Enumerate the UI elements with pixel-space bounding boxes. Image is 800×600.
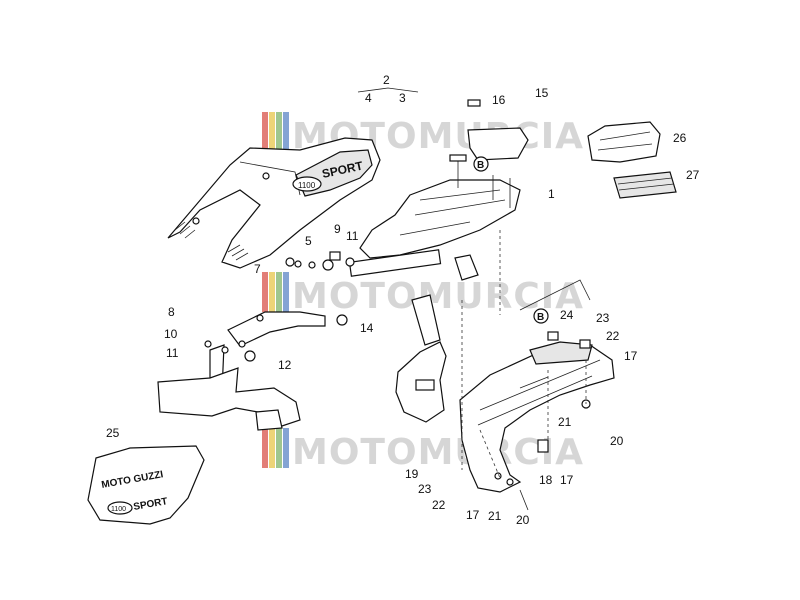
callout-11b: 11 bbox=[166, 346, 179, 360]
callout-21b: 21 bbox=[488, 509, 502, 523]
callout-17c: 17 bbox=[560, 473, 574, 487]
tool-bag-26 bbox=[587, 121, 661, 163]
watermark-text: MOTOMURCIA bbox=[292, 432, 584, 473]
callout-1: 1 bbox=[548, 187, 555, 201]
marker-b1-text: B bbox=[477, 160, 484, 171]
fasteners bbox=[204, 251, 591, 511]
watermark-bottom: MOTOMURCIA bbox=[262, 428, 584, 473]
callout-17a: 17 bbox=[624, 349, 638, 363]
callout-labels: 2 4 3 16 15 26 27 1 5 7 9 11 8 10 11 12 … bbox=[106, 73, 700, 527]
callout-23b: 23 bbox=[418, 482, 432, 496]
callout-3: 3 bbox=[399, 91, 406, 105]
callout-19: 19 bbox=[405, 467, 419, 481]
callout-20b: 20 bbox=[516, 513, 530, 527]
callout-18: 18 bbox=[539, 473, 553, 487]
marker-b2: B bbox=[533, 308, 549, 324]
callout-12: 12 bbox=[278, 358, 292, 372]
watermark-text: MOTOMURCIA bbox=[292, 276, 584, 317]
callout-22b: 22 bbox=[432, 498, 446, 512]
tail-fairing: 1100 SPORT bbox=[167, 137, 381, 269]
callout-20a: 20 bbox=[610, 434, 624, 448]
callout-7: 7 bbox=[254, 262, 261, 276]
chain-guard-plate bbox=[395, 341, 447, 423]
callout-15: 15 bbox=[535, 86, 549, 100]
callout-24: 24 bbox=[560, 308, 574, 322]
callout-26: 26 bbox=[673, 131, 687, 145]
license-plate-holder bbox=[157, 367, 301, 431]
rear-subframe bbox=[348, 154, 521, 346]
callout-21a: 21 bbox=[558, 415, 572, 429]
bracket-15 bbox=[467, 99, 529, 161]
callout-14: 14 bbox=[360, 321, 374, 335]
callout-25: 25 bbox=[106, 426, 120, 440]
callout-2: 2 bbox=[383, 73, 390, 87]
assembly-lines bbox=[461, 230, 591, 479]
callout-17b: 17 bbox=[466, 508, 480, 522]
watermark-middle: MOTOMURCIA bbox=[262, 272, 584, 317]
callout-11a: 11 bbox=[346, 229, 359, 243]
tank-bag-25: MOTO GUZZI 1100 SPORT bbox=[87, 445, 205, 525]
callout-16: 16 bbox=[492, 93, 506, 107]
callout-8: 8 bbox=[168, 305, 175, 319]
marker-b1: B bbox=[473, 156, 489, 172]
bag-badge-text: 1100 bbox=[111, 506, 126, 513]
manual-27 bbox=[613, 171, 677, 199]
callout-5: 5 bbox=[305, 234, 312, 248]
callout-23a: 23 bbox=[596, 311, 610, 325]
callout-9: 9 bbox=[334, 222, 341, 236]
callout-10: 10 bbox=[164, 327, 178, 341]
callout-4: 4 bbox=[365, 91, 372, 105]
leader-lines bbox=[357, 87, 419, 93]
tail-badge-text: 1100 bbox=[298, 181, 316, 190]
tail-badge-oval bbox=[292, 176, 322, 192]
callout-22a: 22 bbox=[606, 329, 620, 343]
callout-27: 27 bbox=[686, 168, 700, 182]
marker-b2-text: B bbox=[537, 312, 544, 323]
